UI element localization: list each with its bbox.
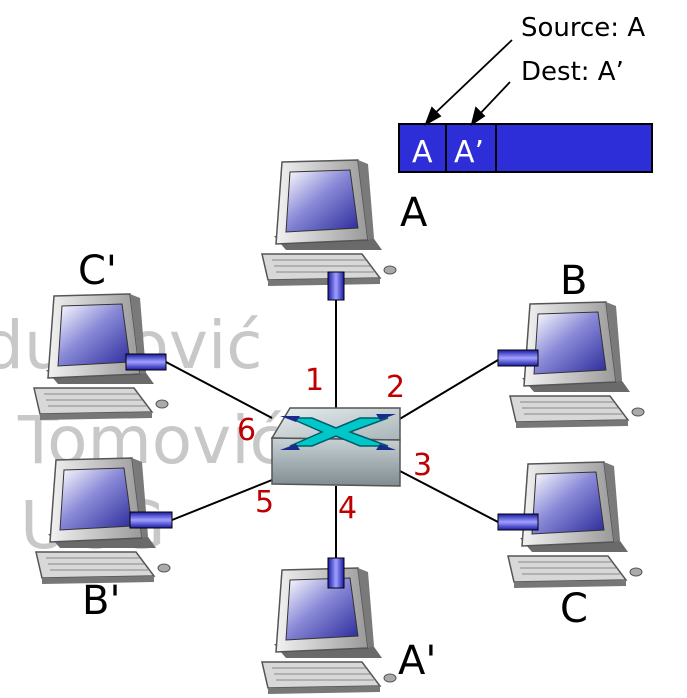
host-label-c: C <box>560 586 588 632</box>
link-port-3 <box>397 469 499 523</box>
port-label-1: 1 <box>305 363 324 398</box>
frame-field-source: A <box>412 135 433 170</box>
host-c-prime: C' <box>33 248 169 421</box>
host-label-a: A <box>400 190 428 236</box>
frame-box <box>398 123 653 173</box>
port-label-3: 3 <box>413 448 432 483</box>
connector-icon <box>129 511 173 529</box>
host-label-b: B <box>560 258 587 304</box>
connector-icon <box>327 271 345 301</box>
link-port-5 <box>171 479 273 521</box>
connector-icon <box>497 513 539 531</box>
host-label-a-prime: A' <box>398 638 436 684</box>
link-port-6 <box>165 361 273 419</box>
host-b: B <box>497 258 645 429</box>
port-label-6: 6 <box>237 413 256 448</box>
port-labels: 1 2 3 4 5 6 <box>237 363 432 526</box>
host-label-c-prime: C' <box>78 248 117 294</box>
port-label-4: 4 <box>338 491 357 526</box>
frame: A A’ <box>398 123 653 173</box>
host-b-prime: B' <box>35 457 173 624</box>
connector-icon <box>497 349 539 367</box>
source-annotation: Source: A <box>521 13 645 43</box>
frame-field-dest: A’ <box>454 135 484 170</box>
annotation-arrows <box>424 39 513 127</box>
port-label-2: 2 <box>386 370 405 405</box>
dest-annotation: Dest: A’ <box>521 57 624 87</box>
dest-arrowhead-icon <box>470 106 486 127</box>
link-port-2 <box>397 359 499 421</box>
source-arrow <box>429 39 513 119</box>
host-a: A <box>261 159 428 301</box>
dest-arrow <box>475 81 511 119</box>
host-a-prime: A' <box>261 557 436 695</box>
host-c: C <box>497 461 643 632</box>
host-label-b-prime: B' <box>82 578 120 624</box>
computer-icon <box>261 159 397 287</box>
connector-icon <box>327 557 345 589</box>
port-label-5: 5 <box>255 485 274 520</box>
network-links <box>165 300 499 558</box>
switch <box>270 407 401 487</box>
switch-arrows-icon <box>280 414 396 450</box>
connector-icon <box>125 353 167 371</box>
source-arrowhead-icon <box>424 106 442 127</box>
